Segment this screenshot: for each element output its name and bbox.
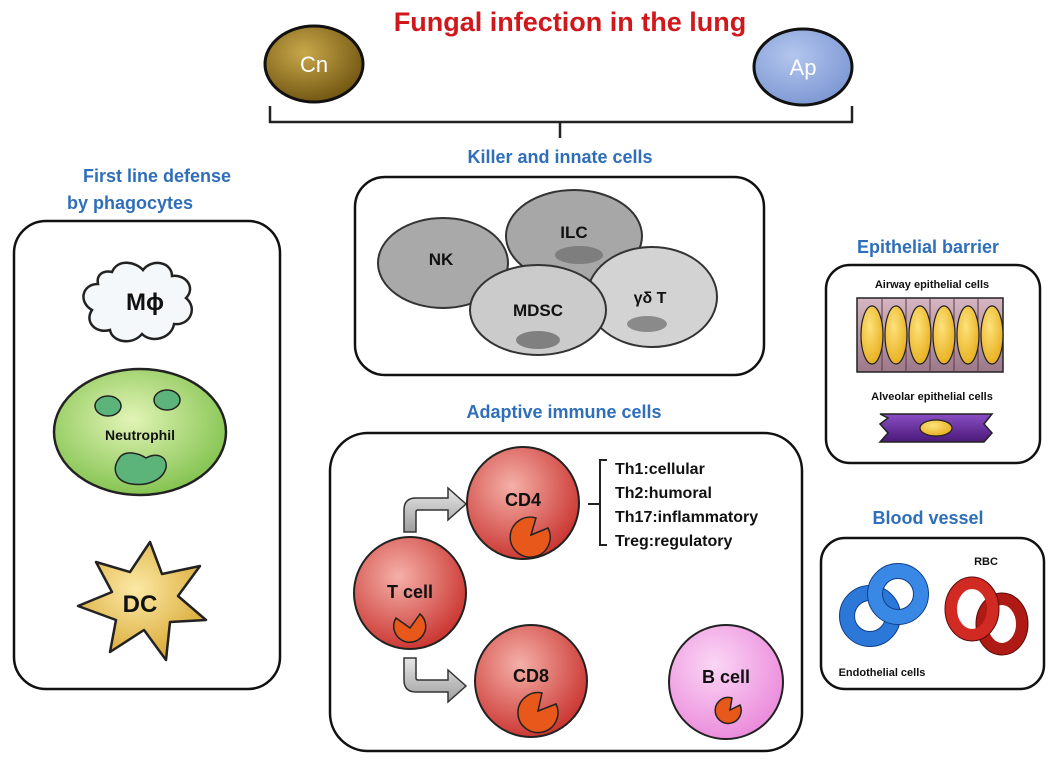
cn-label: Cn: [300, 52, 328, 77]
rbc-cells: [944, 576, 1029, 656]
neutrophil-nucleus-2: [153, 389, 181, 411]
gamma-delta-t-cell: γδ T: [586, 246, 718, 348]
adaptive-title: Adaptive immune cells: [466, 402, 661, 422]
alveolar-cell: [878, 413, 994, 443]
ap-label: Ap: [790, 55, 817, 80]
th-bracket: [588, 459, 607, 546]
endothelial-label: Endothelial cells: [839, 667, 926, 679]
mdsc-label: MDSC: [513, 301, 563, 320]
cd4-label: CD4: [505, 490, 541, 510]
nk-cell: NK: [377, 217, 509, 309]
th1-label: Th1:cellular: [615, 461, 705, 478]
airway-cell-nucleus: [956, 305, 980, 365]
t-cell-label: T cell: [387, 582, 433, 602]
cn-pathogen: Cn: [263, 24, 365, 104]
airway-epithelium: [856, 297, 1004, 373]
diagram-title: Fungal infection in the lung: [394, 7, 746, 37]
arrow-to-cd4: [403, 486, 468, 533]
b-cell-nucleus: [714, 696, 742, 725]
ilc-label: ILC: [560, 223, 587, 242]
innate-title: Killer and innate cells: [467, 147, 652, 167]
neutrophil-label: Neutrophil: [105, 427, 175, 443]
macrophage-cell: Mϕ: [82, 261, 193, 343]
dc-label: DC: [123, 591, 158, 618]
alveolar-nucleus: [919, 419, 953, 437]
airway-cell-nucleus: [980, 305, 1004, 365]
cd4-nucleus: [509, 516, 551, 558]
th17-label: Th17:inflammatory: [615, 509, 758, 526]
arrow-to-cd8: [403, 657, 468, 704]
b-cell-label: B cell: [702, 667, 750, 687]
alveolar-label: Alveolar epithelial cells: [871, 391, 993, 403]
b-cell: B cell: [668, 624, 784, 740]
phagocytes-title-line1: First line defense: [83, 166, 231, 186]
airway-cell-nucleus: [932, 305, 956, 365]
ap-pathogen: Ap: [752, 27, 854, 107]
epithelial-title: Epithelial barrier: [857, 237, 999, 257]
phagocytes-title-line2: by phagocytes: [67, 193, 193, 213]
neutrophil-cell: Neutrophil: [52, 367, 228, 497]
neutrophil-nucleus-3: [114, 452, 167, 486]
bracket: [268, 106, 854, 138]
endothelial-cells: [839, 563, 929, 647]
gamma-delta-t-label: γδ T: [634, 290, 667, 307]
blood-title: Blood vessel: [872, 508, 983, 528]
nk-label: NK: [429, 250, 454, 269]
ilc-nucleus: [555, 246, 603, 264]
t-cell-nucleus: [393, 612, 427, 643]
th-subsets-list: Th1:cellular Th2:humoral Th17:inflammato…: [615, 461, 758, 550]
neutrophil-nucleus-1: [94, 395, 122, 417]
treg-label: Treg:regulatory: [615, 533, 732, 550]
macrophage-label: Mϕ: [126, 289, 164, 316]
rbc-label: RBC: [974, 556, 998, 568]
mdsc-nucleus: [516, 331, 560, 349]
th2-label: Th2:humoral: [615, 485, 712, 502]
dendritic-cell: DC: [76, 540, 208, 662]
mdsc-cell: MDSC: [469, 264, 607, 356]
cd8-cell: CD8: [474, 624, 588, 738]
airway-cell-nucleus: [860, 305, 884, 365]
gamma-delta-nucleus: [627, 316, 667, 332]
airway-cell-nucleus: [908, 305, 932, 365]
cd8-nucleus: [517, 691, 559, 734]
cd4-cell: CD4: [466, 446, 580, 560]
airway-cell-nucleus: [884, 305, 908, 365]
airway-label: Airway epithelial cells: [875, 279, 989, 291]
t-cell: T cell: [353, 536, 467, 650]
cd8-label: CD8: [513, 666, 549, 686]
